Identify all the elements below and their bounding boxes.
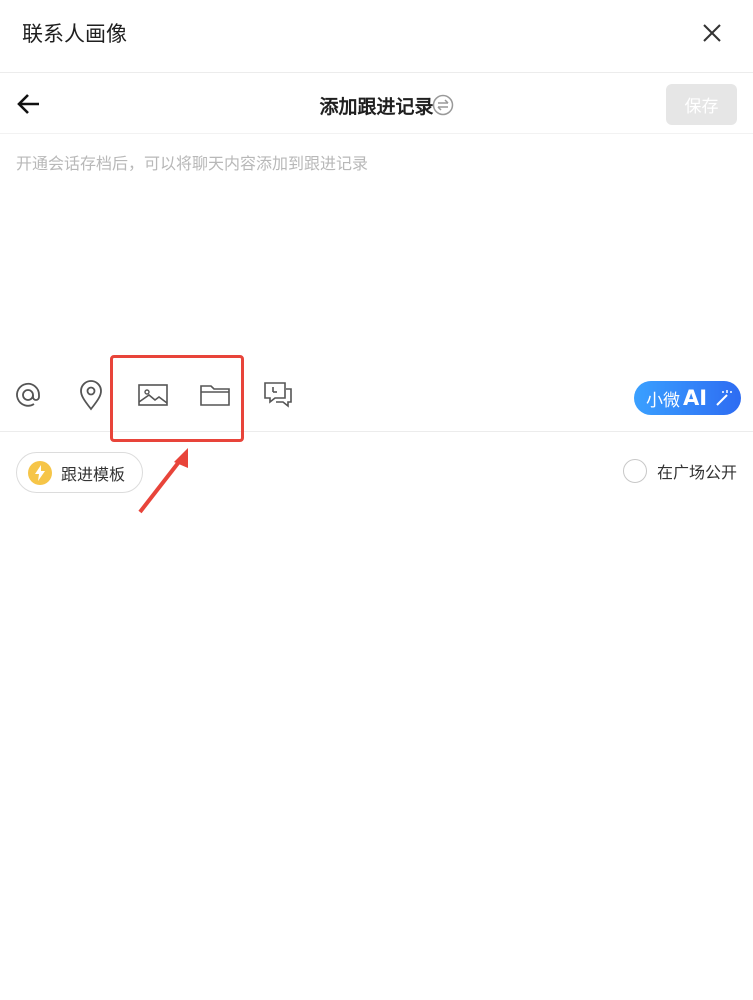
ai-button-prefix: 小微	[646, 390, 680, 411]
editor-toolbar	[0, 370, 753, 432]
chat-history-button[interactable]	[261, 378, 295, 412]
swap-icon	[432, 94, 454, 116]
image-icon	[138, 384, 168, 406]
editor-placeholder: 开通会话存档后，可以将聊天内容添加到跟进记录	[16, 154, 369, 173]
location-icon	[80, 380, 102, 411]
public-toggle[interactable]: 在广场公开	[622, 459, 737, 483]
lightning-icon	[28, 460, 52, 485]
magic-wand-icon	[716, 390, 733, 406]
swap-button[interactable]	[432, 94, 454, 116]
close-icon	[703, 24, 721, 42]
arrow-left-icon	[17, 94, 39, 114]
image-button[interactable]	[136, 378, 170, 412]
form-header: 添加跟进记录 保存	[0, 74, 753, 134]
highlight-box	[110, 355, 244, 442]
at-icon	[16, 382, 40, 407]
form-title: 添加跟进记录	[319, 96, 434, 118]
ai-button-suffix: AI	[683, 386, 708, 410]
file-button[interactable]	[198, 378, 232, 412]
note-editor[interactable]: 开通会话存档后，可以将聊天内容添加到跟进记录	[16, 150, 736, 340]
chat-history-icon	[264, 382, 292, 408]
folder-icon	[200, 385, 230, 406]
pointer-arrow	[138, 448, 188, 514]
panel-title: 联系人画像	[22, 22, 127, 46]
mention-button[interactable]	[11, 378, 45, 412]
ai-assistant-button[interactable]: 小微 AI	[634, 381, 741, 415]
save-button[interactable]: 保存	[666, 84, 737, 125]
public-label: 在广场公开	[656, 463, 737, 482]
close-button[interactable]	[699, 20, 725, 46]
template-label: 跟进模板	[61, 464, 126, 484]
public-radio[interactable]	[622, 459, 647, 483]
back-button[interactable]	[16, 91, 42, 117]
follow-up-template-button[interactable]: 跟进模板	[16, 452, 143, 493]
location-button[interactable]	[74, 378, 108, 412]
panel-header: 联系人画像	[0, 0, 753, 73]
